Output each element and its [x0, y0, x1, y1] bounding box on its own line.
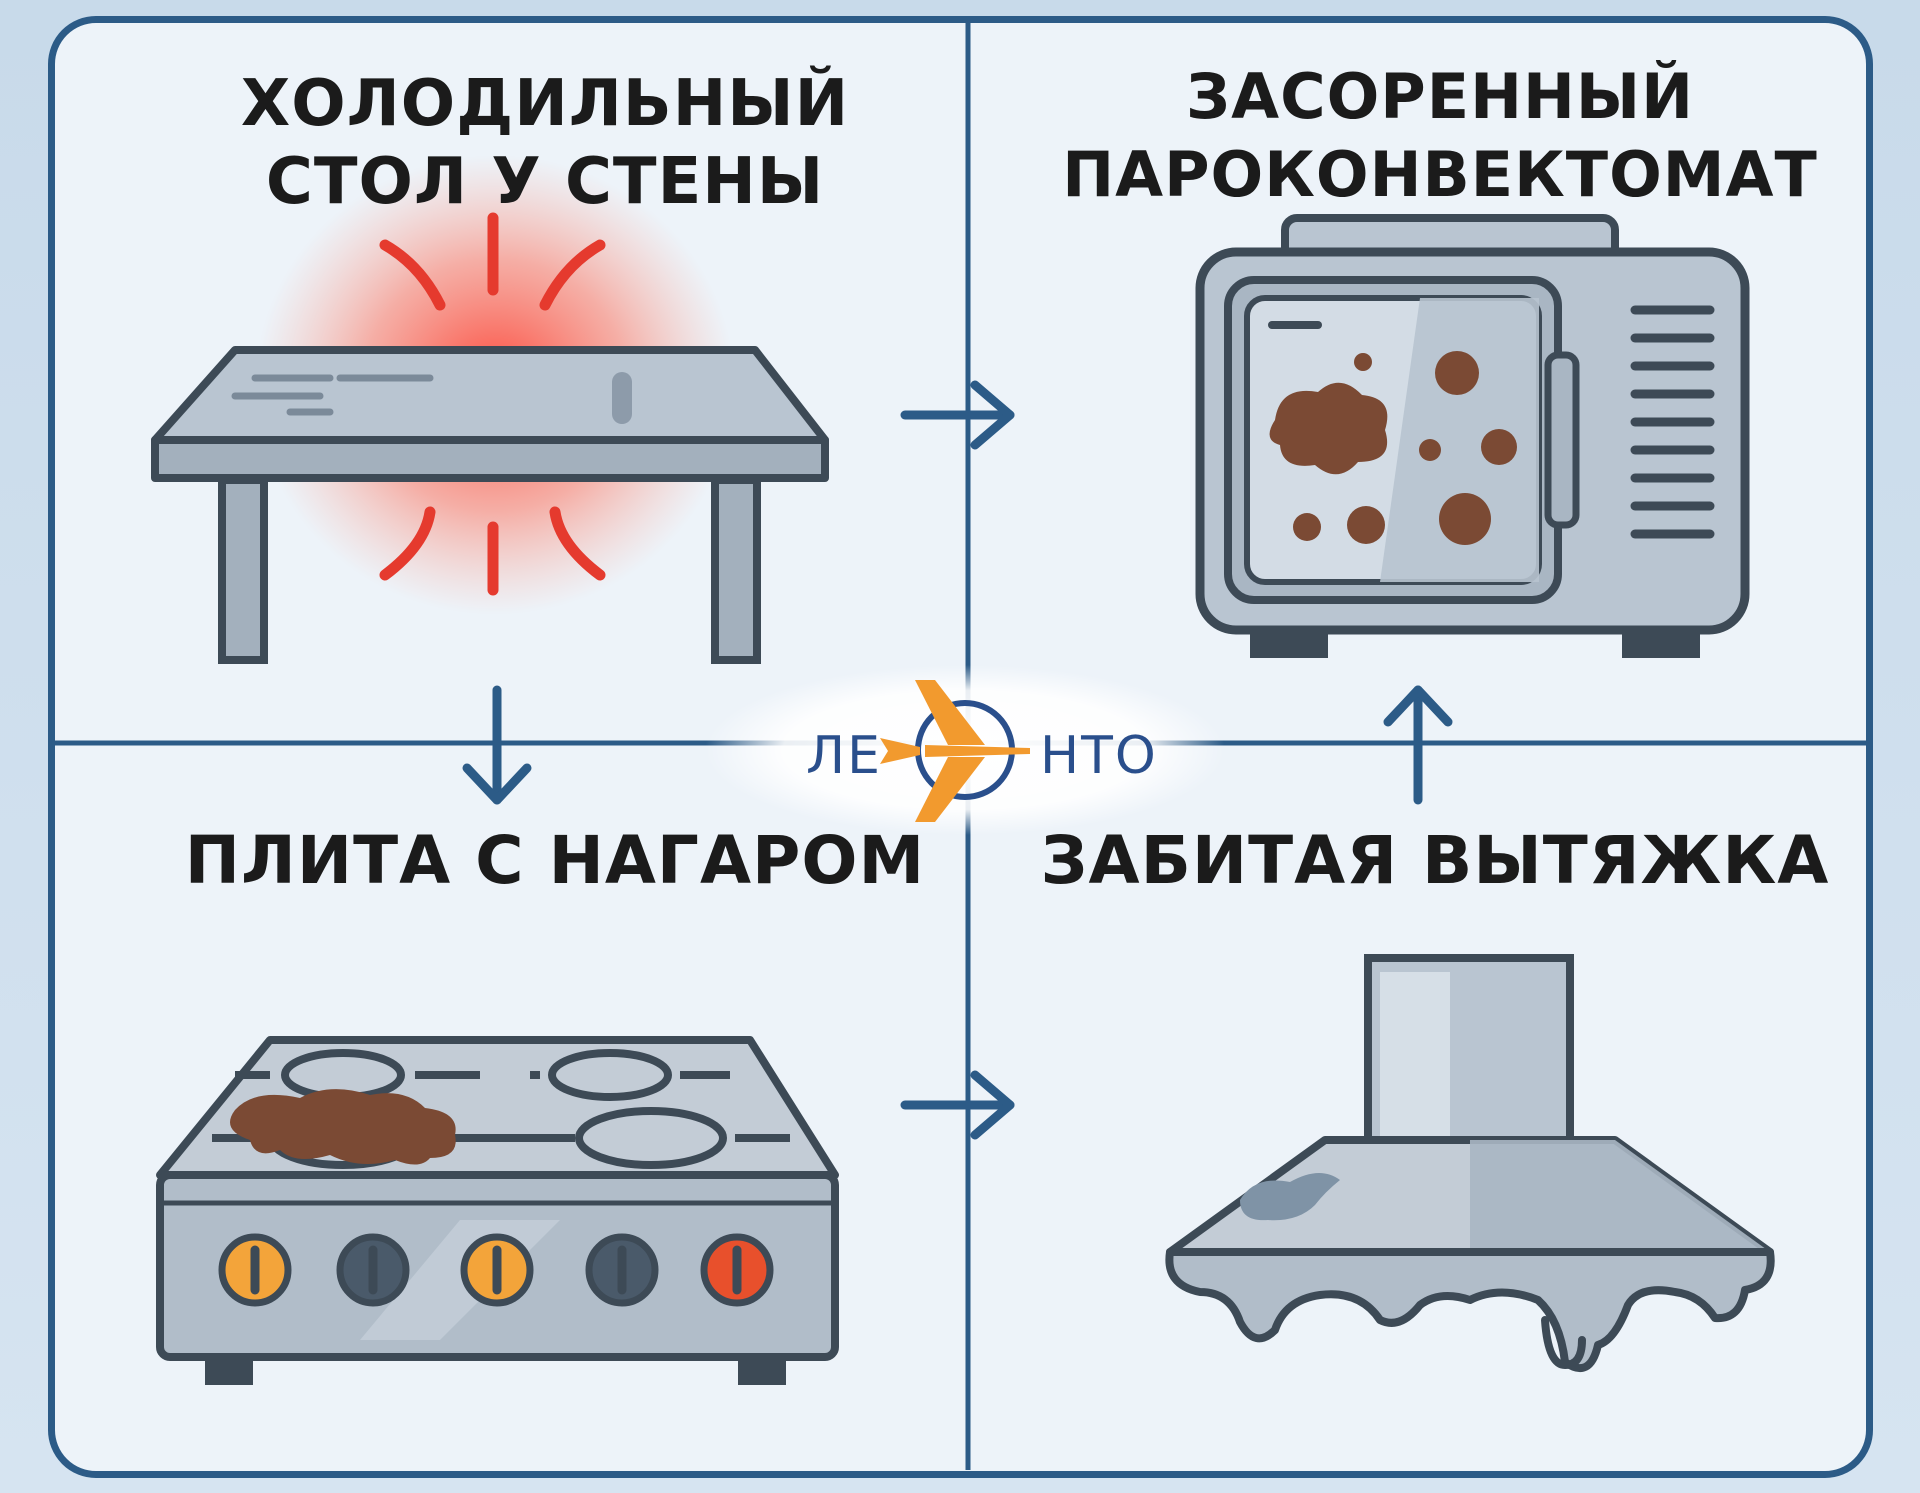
- grease-stain-icon: [1269, 351, 1517, 545]
- hood-title: ЗАБИТАЯ ВЫТЯЖКА: [1040, 822, 1830, 899]
- arrow-right-icon-top: [900, 380, 1015, 450]
- grease-stain-icon: [230, 1089, 456, 1165]
- logo-text-right: НТО: [1040, 726, 1158, 786]
- arrow-up-icon: [1383, 685, 1453, 805]
- arrow-down-icon: [462, 685, 532, 805]
- logo-text-left: ЛЕ: [806, 726, 882, 786]
- logo-plane-icon: [880, 680, 1030, 822]
- combi-oven-illustration: [1195, 214, 1750, 658]
- stove-title: ПЛИТА С НАГАРОМ: [184, 822, 926, 899]
- grease-stain-icon: [1240, 1172, 1340, 1221]
- hood-illustration: [1165, 954, 1775, 1373]
- heat-lines: [379, 212, 606, 596]
- diagram-canvas: [55, 23, 1866, 1470]
- logo: [705, 665, 1225, 835]
- stove-knobs: [218, 1233, 774, 1307]
- arrow-right-icon-bottom: [900, 1070, 1015, 1140]
- stove-illustration: [156, 1036, 839, 1385]
- cold-table-illustration: [151, 155, 829, 664]
- oven-vent-slots: [1630, 305, 1715, 539]
